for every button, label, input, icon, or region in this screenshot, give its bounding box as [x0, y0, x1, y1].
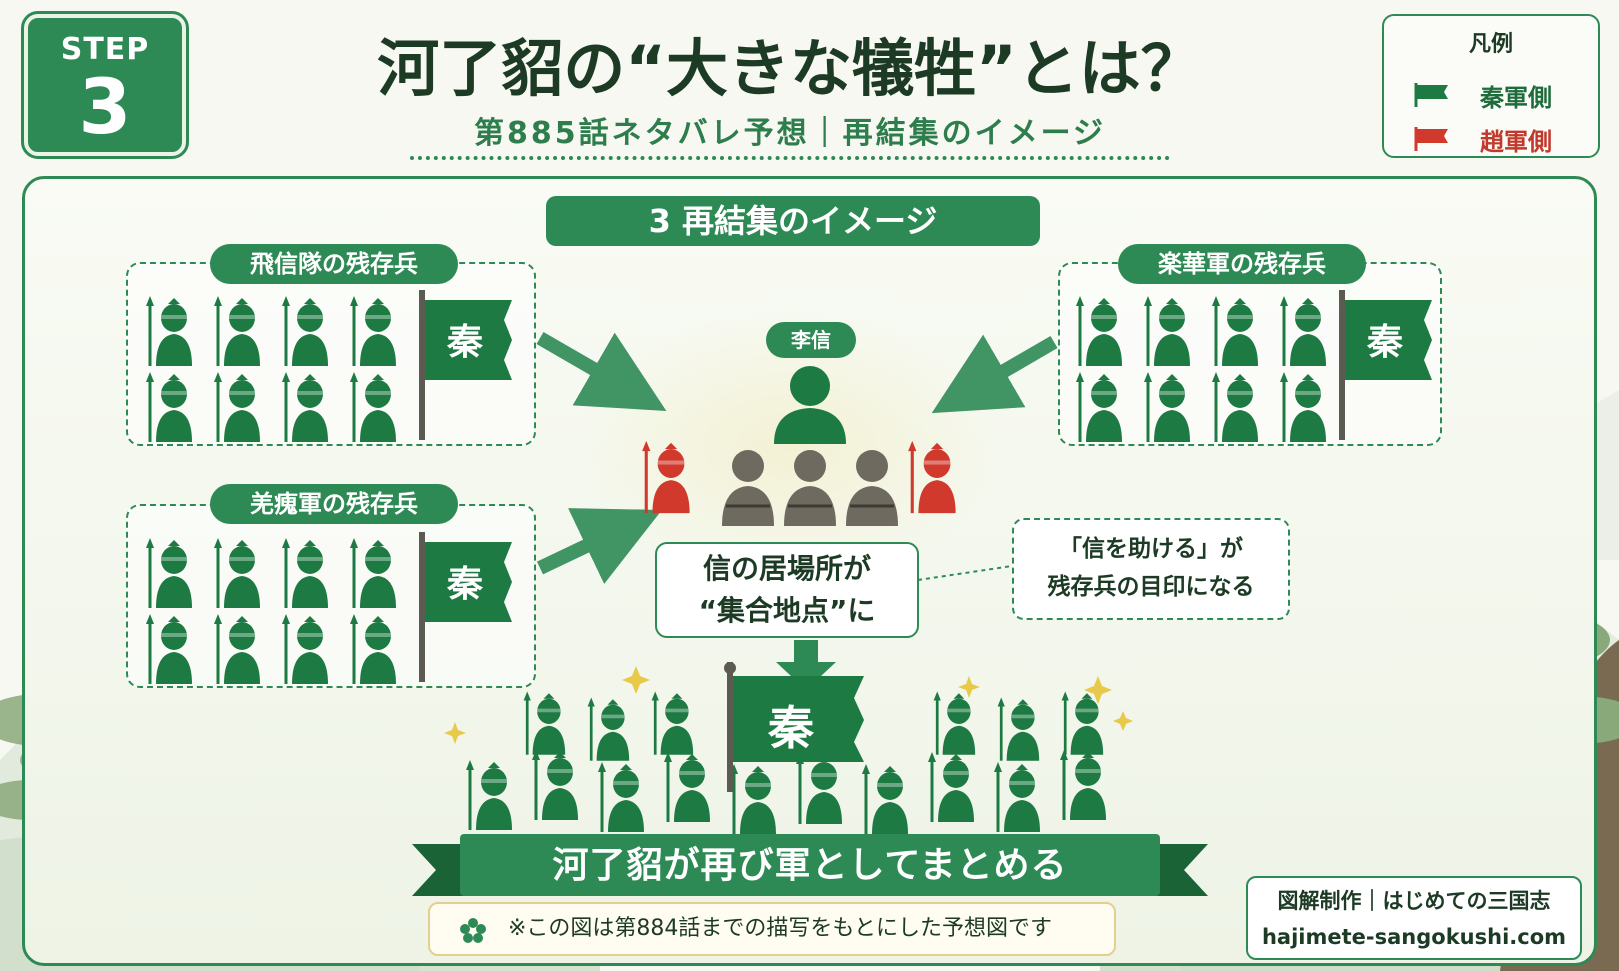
step-badge: STEP 3: [21, 11, 189, 159]
rally-point-line2: “集合地点”に: [698, 594, 876, 627]
note-box: 「信を助ける」が 残存兵の目印になる: [1012, 518, 1290, 620]
green-flag-icon: [1414, 83, 1448, 107]
captive-soldier-icon: [784, 450, 836, 526]
leader-silhouette-icon: [774, 366, 846, 444]
step-number: 3: [78, 62, 132, 151]
rally-point-line1: 信の居場所が: [702, 552, 871, 585]
ribbon-banner: [412, 834, 1208, 896]
arrow-from-gakka-icon: [931, 334, 1058, 414]
disclaimer-text: ※この図は第884話までの描写をもとにした予想図です: [508, 916, 1052, 941]
flag-text-kyokai: 秦: [446, 564, 483, 605]
group-label-hishin: 飛信隊の残存兵: [210, 244, 458, 284]
qin-flag-icon: [419, 532, 512, 682]
army-banner-text: 秦: [768, 701, 814, 755]
arrow-from-kyokai-icon: [536, 508, 662, 584]
credit-url: hajimete-sangokushi.com: [1261, 925, 1567, 949]
leader-label: 李信: [766, 322, 856, 358]
army-banner-icon: [724, 662, 864, 792]
arrow-from-hishin-icon: [536, 331, 667, 412]
page-title: 河了貂の“大きな犠牲”とは？: [377, 32, 1203, 105]
group-label-kyokai: 羌瘣軍の残存兵: [210, 484, 458, 524]
credit-box: 図解制作｜はじめての三国志 hajimete-sangokushi.com: [1246, 876, 1582, 960]
qin-flag-icon: [1339, 290, 1432, 440]
credit-line1: 図解制作｜はじめての三国志: [1277, 889, 1551, 913]
flag-text-gakka: 秦: [1366, 322, 1403, 363]
legend: 凡例 秦軍側 趙軍側: [1382, 14, 1600, 158]
flag-text-hishin: 秦: [446, 322, 483, 363]
legend-label-zhao: 趙軍側: [1480, 127, 1552, 156]
step-label: STEP: [60, 32, 150, 67]
legend-title: 凡例: [1468, 32, 1513, 57]
red-flag-icon: [1414, 127, 1448, 151]
dotted-divider: [410, 156, 1170, 160]
captive-soldier-icon: [846, 450, 898, 526]
legend-item-zhao: 趙軍側: [1414, 124, 1552, 156]
flower-icon: [460, 918, 486, 943]
disclaimer-box: ※この図は第884話までの描写をもとにした予想図です: [428, 902, 1116, 956]
note-line2: 残存兵の目印になる: [1047, 574, 1255, 600]
legend-item-qin: 秦軍側: [1414, 80, 1552, 112]
rally-point-box: 信の居場所が “集合地点”に: [655, 542, 919, 638]
note-line1: 「信を助ける」が: [1059, 536, 1243, 562]
section-title: 3 再結集のイメージ: [546, 196, 1040, 246]
ribbon-text: 河了貂が再び軍としてまとめる: [552, 845, 1068, 886]
legend-label-qin: 秦軍側: [1480, 83, 1552, 112]
group-label-gakka: 楽華軍の残存兵: [1118, 244, 1366, 284]
captive-soldier-icon: [722, 450, 774, 526]
qin-flag-icon: [419, 290, 512, 440]
page-subtitle: 第885話ネタバレ予想｜再結集のイメージ: [473, 116, 1107, 151]
